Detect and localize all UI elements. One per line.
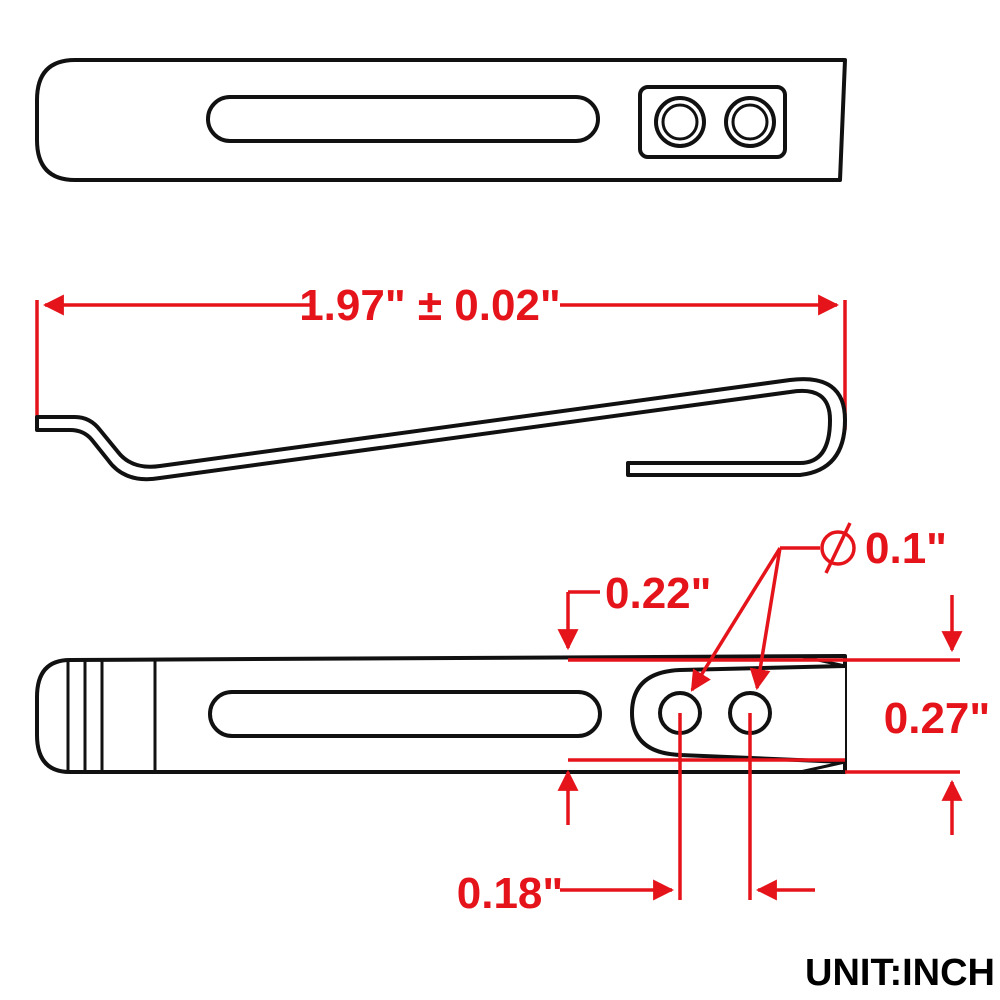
width-dimension: 0.27" (845, 595, 990, 835)
top-view-slot (206, 95, 600, 143)
diameter-arrow-left (690, 547, 782, 692)
side-view-clip-profile (35, 377, 847, 482)
bottom-view (35, 654, 847, 774)
offset-dimension: 0.22" (557, 569, 845, 825)
unit-label: UNIT:INCH (805, 952, 995, 994)
diameter-icon (820, 530, 856, 566)
hole-offset-label: 0.18" (457, 869, 564, 918)
top-view-hole-left-inner (661, 103, 699, 141)
diameter-arrow-right (749, 547, 782, 691)
side-view: 1.97" ± 0.02" (35, 281, 847, 482)
width-label: 0.27" (884, 694, 991, 743)
offset-label: 0.22" (605, 569, 712, 618)
hole-diameter-dimension: 0.1" (690, 522, 947, 692)
length-label: 1.97" ± 0.02" (299, 281, 561, 330)
bevel-bottom (799, 760, 846, 774)
hole-offset-dimension: 0.18" (457, 713, 815, 918)
bottom-view-slot (208, 690, 602, 738)
top-view (35, 58, 847, 182)
diameter-icon-slash (824, 522, 852, 574)
top-view-hole-right-inner (731, 103, 769, 141)
diameter-label: 0.1" (865, 524, 947, 573)
